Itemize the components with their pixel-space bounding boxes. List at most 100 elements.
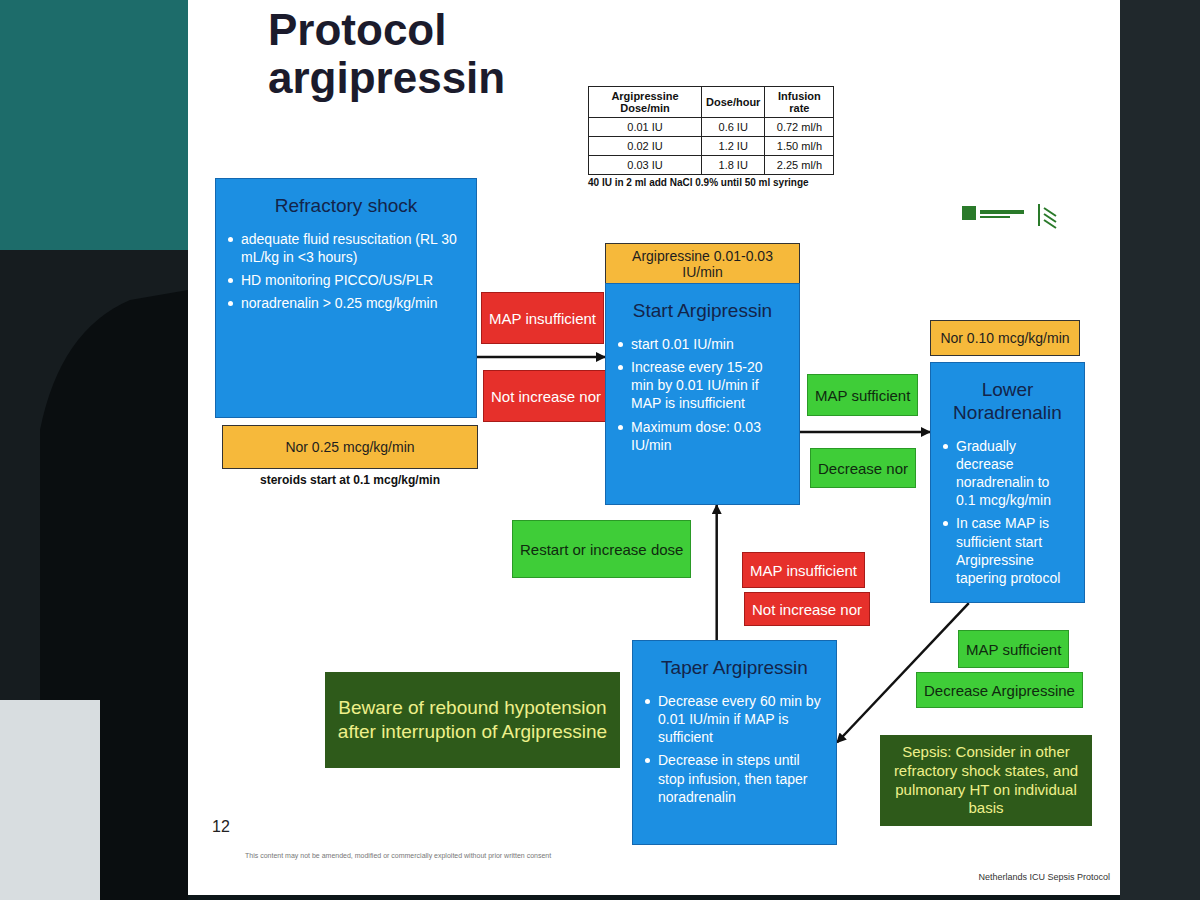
table-cell: 0.72 ml/h [765,118,834,137]
copyright-note: This content may not be amended, modifie… [245,852,575,859]
tag-text: Decrease Argipressine [924,682,1075,699]
table-cell: Infusion rate [765,87,834,118]
condition-tag: MAP insufficient [742,552,865,588]
bullet-text: In case MAP is sufficient start Argipres… [956,514,1072,587]
screen-frame [1120,0,1200,900]
table-cell-text: 2.25 ml/h [777,159,822,171]
process-box: Refractory shock adequate fluid resuscita… [215,178,477,418]
table-cell: 1.50 ml/h [765,137,834,156]
table-cell: 0.03 IU [589,156,702,175]
flow-arrow [800,431,930,434]
bullet-text: HD monitoring PICCO/US/PLR [241,271,433,289]
table-cell: 2.25 ml/h [765,156,834,175]
condition-tag: Decrease nor [810,448,916,488]
bullet-text: Gradually decrease noradrenalin to 0.1 m… [956,437,1072,510]
bullet-row: start 0.01 IU/min [618,335,787,353]
tag-text: MAP sufficient [815,387,910,404]
condition-tag: Not increase nor [744,592,870,626]
condition-tag: Restart or increase dose [512,520,691,578]
flow-arrow [715,505,718,640]
box-heading: Start Argipressin [618,300,787,323]
table-cell-text: Infusion rate [778,90,821,114]
tag-text: Nor 0.10 mcg/kg/min [940,330,1069,346]
process-box: Lower NoradrenalinGradually decrease nor… [930,362,1085,603]
table-cell-text: Argipressine Dose/min [611,90,678,114]
tag-text: Not increase nor [491,388,601,405]
bullet-dot [645,699,650,704]
bullet-row: Increase every 15-20 min by 0.01 IU/min … [618,358,787,413]
condition-tag: MAP sufficient [807,374,918,416]
warning-note: Beware of rebound hypotension after inte… [325,672,620,768]
bullet-dot [228,301,233,306]
logo-mark [962,206,976,220]
table-row: 0.03 IU 1.8 IU 2.25 ml/h [589,156,834,175]
condition-tag: Decrease Argipressine [916,672,1083,708]
bullet-row: Maximum dose: 0.03 IU/min [618,418,787,454]
table-cell-text: 1.50 ml/h [777,140,822,152]
box-heading: Refractory shock [228,195,464,218]
podium [0,700,100,900]
table-cell: 0.6 IU [702,118,765,137]
table-cell-text: 0.01 IU [627,121,662,133]
flow-arrow [477,356,605,359]
logo-bar [980,216,1010,218]
tag-text: Decrease nor [818,460,908,477]
bullet-row: Decrease in steps until stop infusion, t… [645,751,824,806]
table-cell-text: 0.02 IU [627,140,662,152]
bullet-dot [618,365,623,370]
slide-title: Protocol argipressin [268,6,558,103]
bullet-row: Gradually decrease noradrenalin to 0.1 m… [943,437,1072,510]
table-cell-text: 0.6 IU [719,121,748,133]
bullet-dot [228,278,233,283]
threshold-band: Nor 0.25 mcg/kg/min [222,425,478,469]
slide-number: 12 [212,818,252,836]
dose-table: Argipressine Dose/min Dose/hour Infusion r… [588,86,834,175]
bullet-dot [943,444,948,449]
table-cell: 0.01 IU [589,118,702,137]
tag-text: Nor 0.25 mcg/kg/min [285,439,414,455]
table-footnote: 40 IU in 2 ml add NaCl 0.9% until 50 ml … [588,177,828,188]
table-cell-text: 0.03 IU [627,159,662,171]
tag-text: Beware of rebound hypotension after inte… [337,696,608,744]
tag-text: MAP sufficient [966,641,1061,658]
table-row: 0.01 IU 0.6 IU 0.72 ml/h [589,118,834,137]
table-cell: Argipressine Dose/min [589,87,702,118]
note-box: Sepsis: Consider in other refractory sho… [880,735,1092,826]
table-row: 0.02 IU 1.2 IU 1.50 ml/h [589,137,834,156]
tag-text: MAP insufficient [750,562,857,579]
tag-text: Restart or increase dose [520,541,683,558]
bullet-row: adequate fluid resuscitation (RL 30 mL/k… [228,230,464,266]
logo-bar [980,210,1024,214]
bullet-dot [618,425,623,430]
bullet-dot [228,237,233,242]
condition-tag: MAP sufficient [958,630,1069,668]
bullet-text: Decrease in steps until stop infusion, t… [658,751,824,806]
bullet-dot [618,342,623,347]
condition-tag: MAP insufficient [481,292,604,344]
table-cell-text: 1.2 IU [719,140,748,152]
table-cell: 0.02 IU [589,137,702,156]
teal-wall [0,0,188,250]
logo-lines [1044,208,1056,228]
bullet-row: noradrenalin > 0.25 mcg/kg/min [228,294,464,312]
bullet-text: noradrenalin > 0.25 mcg/kg/min [241,294,438,312]
tag-text: Not increase nor [752,601,862,618]
note-label: steroids start at 0.1 mcg/kg/min [222,473,478,487]
dark-wall [0,250,188,900]
tag-text: Argipressine 0.01-0.03 IU/min [613,248,792,280]
bullet-text: start 0.01 IU/min [631,335,734,353]
box-heading: Taper Argipressin [645,657,824,680]
tag-text: Sepsis: Consider in other refractory sho… [892,743,1080,818]
bullet-row: Decrease every 60 min by 0.01 IU/min if … [645,692,824,747]
table-row: Argipressine Dose/min Dose/hour Infusion r… [589,87,834,118]
table-cell: 1.2 IU [702,137,765,156]
process-box: Taper ArgipressinDecrease every 60 min b… [632,640,837,845]
bullet-dot [943,521,948,526]
bullet-text: Maximum dose: 0.03 IU/min [631,418,787,454]
table-cell-text: Dose/hour [706,96,760,108]
table-cell-text: 1.8 IU [719,159,748,171]
tag-text: MAP insufficient [489,310,596,327]
footer-label: Netherlands ICU Sepsis Protocol [960,872,1110,882]
